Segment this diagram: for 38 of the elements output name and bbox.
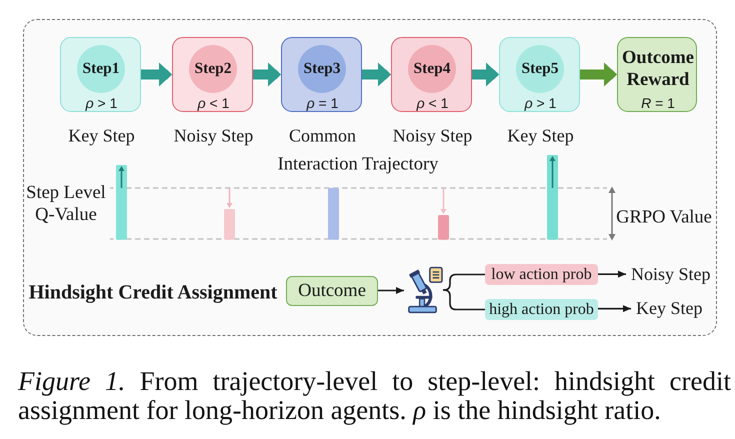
result-label: Noisy Step [626,264,711,284]
ratio-label: ρ = 1 [306,94,338,112]
step-circle: Step4 [408,45,456,93]
block-arrow [141,62,172,86]
block-arrow [472,62,499,86]
connector-line [442,289,485,310]
arrow [598,305,631,312]
probability-tag: high action prob [485,299,598,320]
ratio-label: ρ < 1 [198,94,230,112]
axis-label: Step Level Q-Value [25,182,107,226]
step-caption: Common [289,126,356,146]
ratio-label: ρ > 1 [524,94,556,112]
step-circle: Step1 [77,45,125,93]
outcome-box: Outcome [286,276,378,306]
chart-title: Interaction Trajectory [278,154,438,176]
ratio-label: ρ < 1 [416,94,448,112]
block-arrow [580,62,617,86]
step-caption: Key Step [507,126,574,146]
step-caption: Noisy Step [392,126,472,146]
arrow [378,287,404,294]
probability-tag: low action prob [485,264,598,285]
ratio-label: ρ > 1 [86,94,118,112]
figure-caption: Figure 1. From trajectory-level to step-level: hindsight credit assignment for long-horizon agents. ρ is the hindsight ratio. [18,367,731,424]
step-circle: Step2 [189,45,237,93]
step-circle: Step5 [516,45,564,93]
step-caption: Noisy Step [174,126,254,146]
step-caption: Key Step [68,126,135,146]
step-circle: Step3 [298,45,346,93]
connector-line [442,274,485,291]
value-label: GRPO Value [616,207,712,229]
result-label: Key Step [631,298,702,318]
block-arrow [362,62,391,86]
reward-box [617,37,697,112]
arrow [598,270,626,278]
reward-value: R = 1 [641,94,675,112]
reward-title: Outcome Reward [621,46,695,92]
section-title: Hindsight Credit Assignment [28,282,278,304]
block-arrow [253,62,281,86]
